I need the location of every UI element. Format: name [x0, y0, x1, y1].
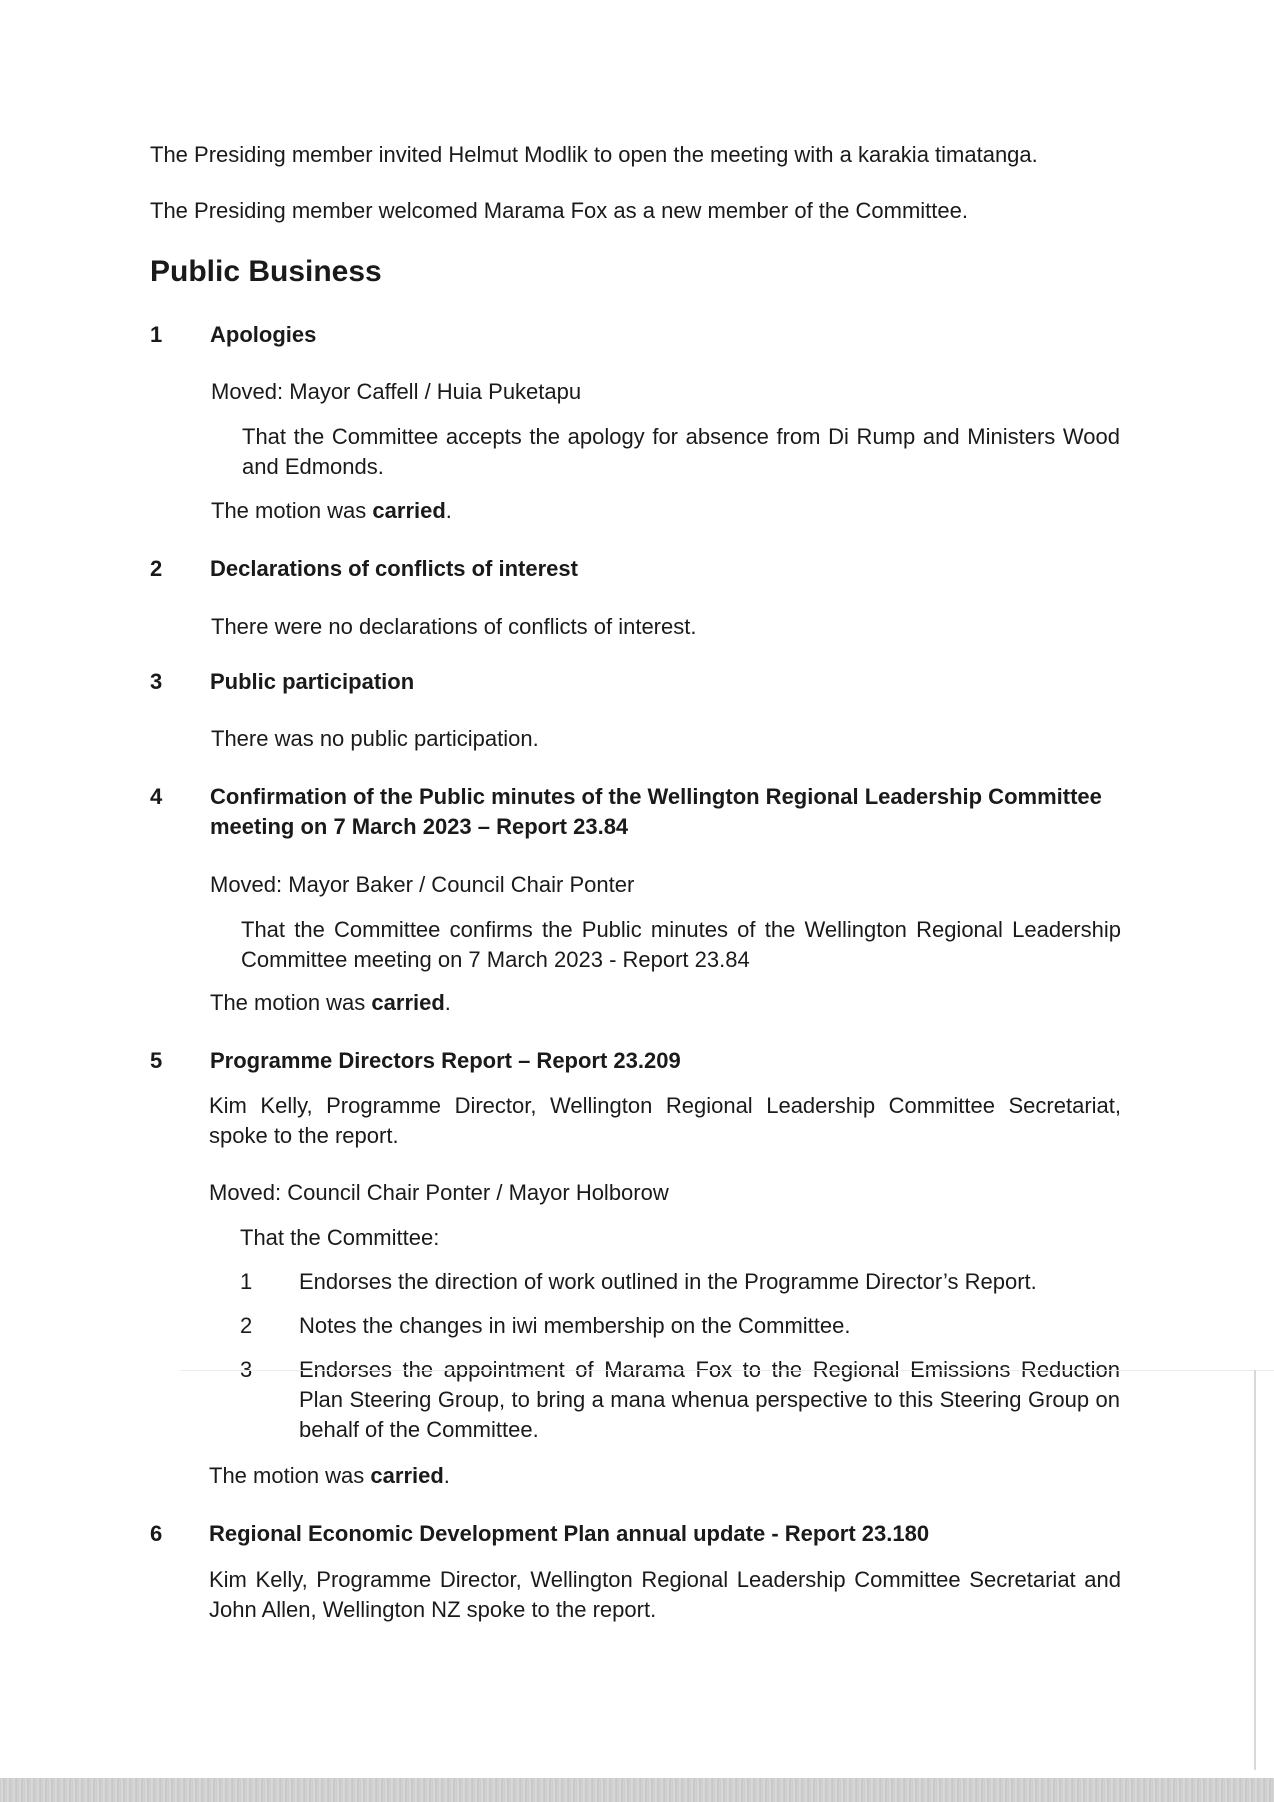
- item-body: There was no public participation.: [211, 726, 539, 751]
- resolution-item: Notes the changes in iwi membership on t…: [299, 1313, 851, 1338]
- resolution-text: That the Committee confirms the Public m…: [241, 917, 1121, 972]
- motion-result-line: The motion was carried.: [211, 498, 452, 523]
- resolution-number: 3: [240, 1357, 253, 1382]
- moved-line: Moved: Mayor Caffell / Huia Puketapu: [211, 379, 582, 404]
- scan-artifact-line: [180, 1370, 1274, 1371]
- item-number: 6: [150, 1521, 163, 1546]
- motion-carried: carried: [370, 1463, 444, 1488]
- motion-carried: carried: [372, 498, 446, 523]
- item-number: 1: [150, 322, 163, 347]
- resolution-text: That the Committee accepts the apology f…: [242, 424, 1120, 479]
- motion-result-line: The motion was carried.: [210, 990, 451, 1015]
- item-number: 4: [150, 784, 163, 809]
- item-title: Declarations of conflicts of interest: [210, 556, 578, 581]
- item-title: Public participation: [210, 669, 415, 694]
- intro-welcome: The Presiding member welcomed Marama Fox…: [150, 198, 968, 223]
- resolution-number: 2: [240, 1313, 253, 1338]
- item-body: Kim Kelly, Programme Director, Wellingto…: [209, 1567, 1121, 1622]
- moved-line: Moved: Mayor Baker / Council Chair Ponte…: [210, 872, 635, 897]
- scan-artifact-edge: [1254, 1370, 1256, 1770]
- moved-line: Moved: Council Chair Ponter / Mayor Holb…: [209, 1180, 669, 1205]
- resolution-item: Endorses the appointment of Marama Fox t…: [299, 1357, 1120, 1442]
- item-number: 3: [150, 669, 163, 694]
- item-title: Apologies: [210, 322, 317, 347]
- scan-artifact-bottom: [0, 1778, 1274, 1802]
- item-number: 5: [150, 1048, 163, 1073]
- item-body: Kim Kelly, Programme Director, Wellingto…: [209, 1093, 1121, 1148]
- resolution-intro: That the Committee:: [240, 1225, 440, 1250]
- section-heading: Public Business: [150, 255, 382, 288]
- item-title: Confirmation of the Public minutes of th…: [210, 784, 1102, 839]
- item-body: There were no declarations of conflicts …: [211, 614, 697, 639]
- intro-karakia: The Presiding member invited Helmut Modl…: [150, 142, 1038, 167]
- resolution-item: Endorses the direction of work outlined …: [299, 1269, 1037, 1294]
- motion-carried: carried: [371, 990, 445, 1015]
- item-number: 2: [150, 556, 163, 581]
- resolution-number: 1: [240, 1269, 253, 1294]
- item-title: Regional Economic Development Plan annua…: [209, 1521, 930, 1546]
- item-title: Programme Directors Report – Report 23.2…: [210, 1048, 681, 1073]
- motion-result-line: The motion was carried.: [209, 1463, 450, 1488]
